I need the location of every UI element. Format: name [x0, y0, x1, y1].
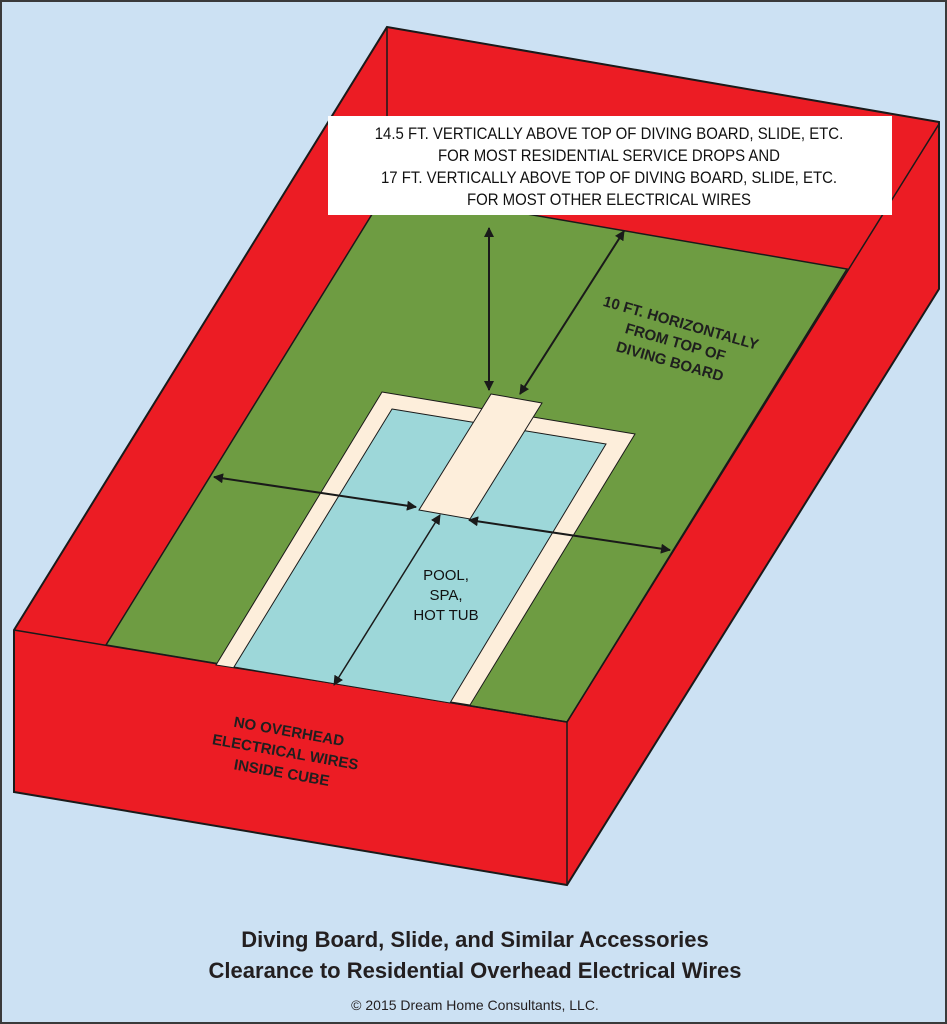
- copyright-notice: © 2015 Dream Home Consultants, LLC.: [351, 997, 599, 1013]
- horizontal-clearance-arrow-right: [468, 516, 671, 554]
- callout-line: 17 FT. VERTICALLY ABOVE TOP OF DIVING BO…: [381, 169, 837, 187]
- pool-label: POOL, SPA, HOT TUB: [413, 567, 478, 624]
- label-line: HOT TUB: [413, 607, 478, 624]
- callout-line: FOR MOST OTHER ELECTRICAL WIRES: [467, 191, 751, 209]
- label-line: SPA,: [429, 587, 462, 604]
- right-wall-inner-edge: [566, 123, 940, 723]
- callout-line: 14.5 FT. VERTICALLY ABOVE TOP OF DIVING …: [375, 125, 844, 143]
- horizontal-clearance-arrow-back: [519, 230, 625, 395]
- horizontal-clearance-arrow-left: [213, 473, 417, 511]
- horizontal-clearance-arrow-front: [333, 514, 441, 686]
- label-line: POOL,: [423, 567, 469, 584]
- callout-line: FOR MOST RESIDENTIAL SERVICE DROPS AND: [438, 147, 780, 165]
- caption-title-line-1: Diving Board, Slide, and Similar Accesso…: [241, 927, 708, 952]
- vertical-clearance-callout-box: [328, 116, 892, 215]
- caption-title-line-2: Clearance to Residential Overhead Electr…: [209, 958, 742, 983]
- vertical-clearance-callout: 14.5 FT. VERTICALLY ABOVE TOP OF DIVING …: [375, 125, 844, 209]
